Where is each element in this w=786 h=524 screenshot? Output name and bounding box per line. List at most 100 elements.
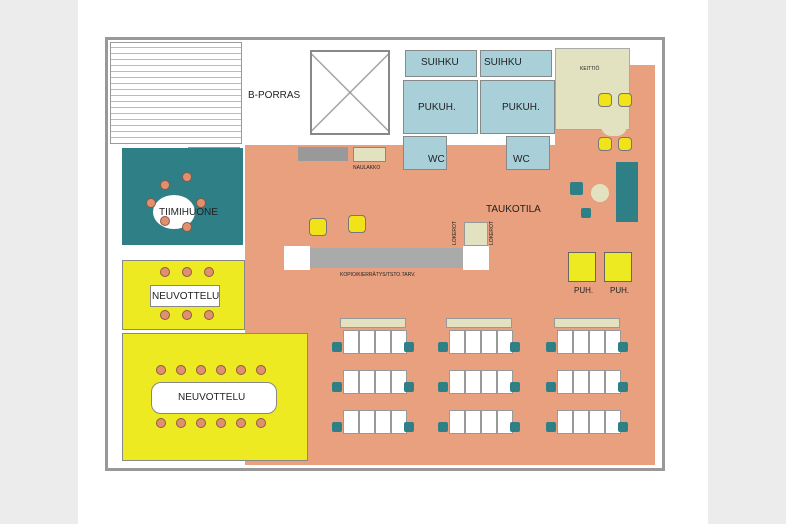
desk bbox=[481, 370, 497, 394]
phone-2-label: PUH. bbox=[610, 286, 630, 295]
changing-room-1 bbox=[403, 80, 478, 134]
chair bbox=[236, 365, 246, 375]
desk bbox=[481, 410, 497, 434]
elevator-shaft bbox=[310, 50, 390, 135]
coat-rack bbox=[353, 147, 386, 162]
lockers bbox=[464, 222, 488, 246]
office-chair bbox=[438, 382, 448, 392]
chair bbox=[160, 180, 170, 190]
office-chair bbox=[618, 342, 628, 352]
office-chair bbox=[618, 422, 628, 432]
desk bbox=[557, 330, 573, 354]
armchair bbox=[581, 208, 591, 218]
chair bbox=[146, 198, 156, 208]
meeting-table-small bbox=[150, 285, 220, 307]
wc-2-label: WC bbox=[513, 154, 530, 165]
desk bbox=[449, 410, 465, 434]
shelf bbox=[554, 318, 620, 328]
counter-end-1 bbox=[284, 246, 310, 270]
changing-1-label: PUKUH. bbox=[418, 102, 456, 113]
desk bbox=[481, 330, 497, 354]
shower-1 bbox=[405, 50, 477, 77]
desk bbox=[343, 330, 359, 354]
chair bbox=[196, 198, 206, 208]
office-chair bbox=[438, 342, 448, 352]
chair bbox=[204, 310, 214, 320]
meeting-small-label: NEUVOTTELU bbox=[152, 291, 220, 302]
chair bbox=[156, 365, 166, 375]
team-room-label: TIIMIHUONE bbox=[159, 207, 218, 218]
chair bbox=[182, 172, 192, 182]
desk bbox=[589, 410, 605, 434]
chair bbox=[160, 267, 170, 277]
floor-plan: KEITTIÖ B-PORRAS SUIHKU SUIHKU PUKUH. PU… bbox=[78, 0, 708, 524]
office-chair bbox=[546, 382, 556, 392]
desk bbox=[465, 410, 481, 434]
chair bbox=[160, 310, 170, 320]
lounge-chair bbox=[348, 215, 366, 233]
counter-end-2 bbox=[463, 246, 489, 270]
office-chair bbox=[546, 422, 556, 432]
lockers-2-label: LOKEROT bbox=[488, 221, 495, 245]
desk bbox=[557, 370, 573, 394]
desk bbox=[589, 370, 605, 394]
lockers-1-label: LOKEROT bbox=[451, 221, 458, 245]
stairs-label: B-PORRAS bbox=[248, 90, 301, 101]
office-chair bbox=[404, 422, 414, 432]
desk bbox=[375, 330, 391, 354]
desk bbox=[375, 410, 391, 434]
chair bbox=[182, 222, 192, 232]
desk bbox=[557, 410, 573, 434]
lounge-chair bbox=[598, 137, 612, 151]
office-chair bbox=[332, 342, 342, 352]
coffee-table bbox=[591, 184, 609, 202]
shelf bbox=[340, 318, 406, 328]
stairwell bbox=[110, 42, 242, 144]
changing-room-2 bbox=[480, 80, 555, 134]
chair bbox=[216, 365, 226, 375]
chair bbox=[196, 418, 206, 428]
desk bbox=[359, 410, 375, 434]
chair bbox=[256, 365, 266, 375]
chair bbox=[156, 418, 166, 428]
office-chair bbox=[618, 382, 628, 392]
wc-1 bbox=[403, 136, 447, 170]
chair bbox=[236, 418, 246, 428]
chair bbox=[182, 310, 192, 320]
sofa bbox=[616, 162, 638, 222]
desk bbox=[343, 370, 359, 394]
office-chair bbox=[404, 342, 414, 352]
lounge-chair bbox=[309, 218, 327, 236]
chair bbox=[176, 365, 186, 375]
office-chair bbox=[546, 342, 556, 352]
wc-2 bbox=[506, 136, 550, 170]
office-chair bbox=[510, 342, 520, 352]
meeting-large-label: NEUVOTTELU bbox=[178, 392, 246, 403]
lounge-chair bbox=[598, 93, 612, 107]
wc-1-label: WC bbox=[428, 154, 445, 165]
chair bbox=[204, 267, 214, 277]
chair bbox=[216, 418, 226, 428]
changing-2-label: PUKUH. bbox=[502, 102, 540, 113]
meeting-table-large bbox=[151, 382, 277, 414]
shower-1-label: SUIHKU bbox=[421, 57, 459, 68]
shower-2 bbox=[480, 50, 552, 77]
copy-label: KOPIO/KIERRÄTYS/TSTO.TARV. bbox=[340, 272, 416, 278]
desk bbox=[359, 370, 375, 394]
armchair bbox=[570, 182, 583, 195]
chair bbox=[182, 267, 192, 277]
chair bbox=[256, 418, 266, 428]
desk bbox=[589, 330, 605, 354]
desk bbox=[573, 330, 589, 354]
phone-1-label: PUH. bbox=[574, 286, 594, 295]
desk bbox=[449, 330, 465, 354]
office-chair bbox=[404, 382, 414, 392]
phone-booth-2 bbox=[604, 252, 632, 282]
desk bbox=[449, 370, 465, 394]
chair bbox=[196, 365, 206, 375]
chair bbox=[160, 216, 170, 226]
break-room-label: TAUKOTILA bbox=[486, 204, 541, 215]
copy-counter bbox=[286, 248, 486, 268]
desk bbox=[343, 410, 359, 434]
desk bbox=[465, 330, 481, 354]
